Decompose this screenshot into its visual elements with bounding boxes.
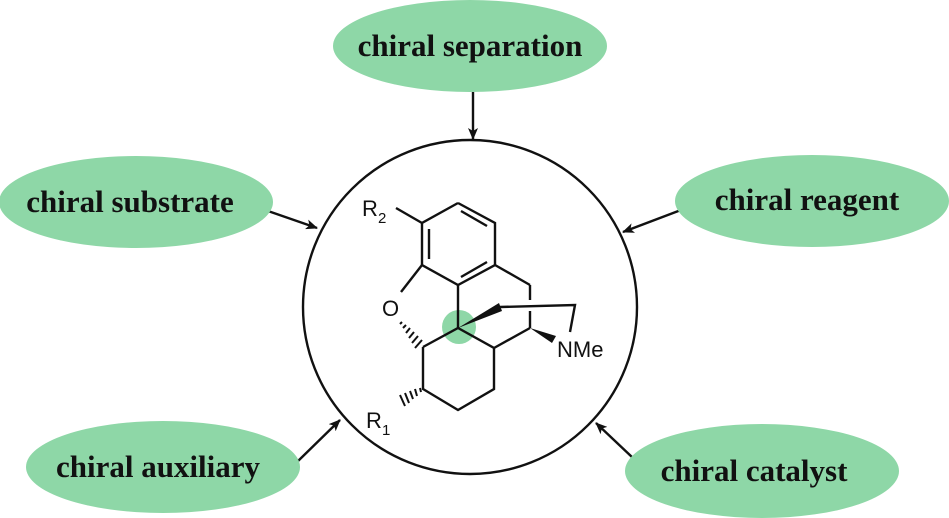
wedge-bond-bridge xyxy=(458,303,502,328)
arrow-substrate-to-center xyxy=(267,209,318,230)
arrow-catalyst-to-center xyxy=(595,422,634,459)
bond-aryl-ch2 xyxy=(494,263,531,287)
aromatic-double-bond xyxy=(460,209,488,228)
bridge-bond xyxy=(499,303,577,333)
node-ellipse xyxy=(333,0,607,92)
bond-aryl-oxygen xyxy=(400,264,423,293)
node-ellipse xyxy=(26,421,300,513)
node-chiral-catalyst[interactable]: chiral catalyst xyxy=(625,424,899,518)
node-ellipse xyxy=(625,424,899,518)
r1-subscript: 1 xyxy=(382,422,390,439)
morphinan-structure: R 2 O R 1 xyxy=(362,196,603,439)
node-label: chiral reagent xyxy=(715,182,900,217)
node-ellipse xyxy=(0,156,273,248)
node-chiral-auxiliary[interactable]: chiral auxiliary xyxy=(26,421,300,513)
arrow-auxiliary-to-center xyxy=(295,419,341,464)
aromatic-ring xyxy=(420,201,497,287)
wedge-bond-nitrogen xyxy=(530,328,556,343)
bond-c9-c14 xyxy=(493,326,531,350)
r2-label: R xyxy=(362,196,378,221)
node-label: chiral substrate xyxy=(26,184,234,219)
oxygen-label: O xyxy=(382,296,399,321)
arrow-reagent-to-center xyxy=(622,208,682,234)
node-label: chiral auxiliary xyxy=(56,449,261,484)
arrows xyxy=(267,92,682,464)
r1-label: R xyxy=(366,408,382,433)
r2-subscript: 2 xyxy=(378,210,386,227)
hashed-bond-r1 xyxy=(399,387,422,407)
node-ellipse xyxy=(675,155,949,247)
bond-r2 xyxy=(395,206,423,225)
node-chiral-reagent[interactable]: chiral reagent xyxy=(675,155,949,247)
node-label: chiral separation xyxy=(358,28,583,63)
amine-label: NMe xyxy=(557,337,603,362)
node-label: chiral catalyst xyxy=(661,453,848,488)
node-chiral-substrate[interactable]: chiral substrate xyxy=(0,156,273,248)
node-chiral-separation[interactable]: chiral separation xyxy=(333,0,607,92)
molecule-enclosure-circle xyxy=(301,138,639,476)
hashed-bond-oxygen xyxy=(399,321,423,349)
aromatic-double-bond xyxy=(460,260,488,279)
